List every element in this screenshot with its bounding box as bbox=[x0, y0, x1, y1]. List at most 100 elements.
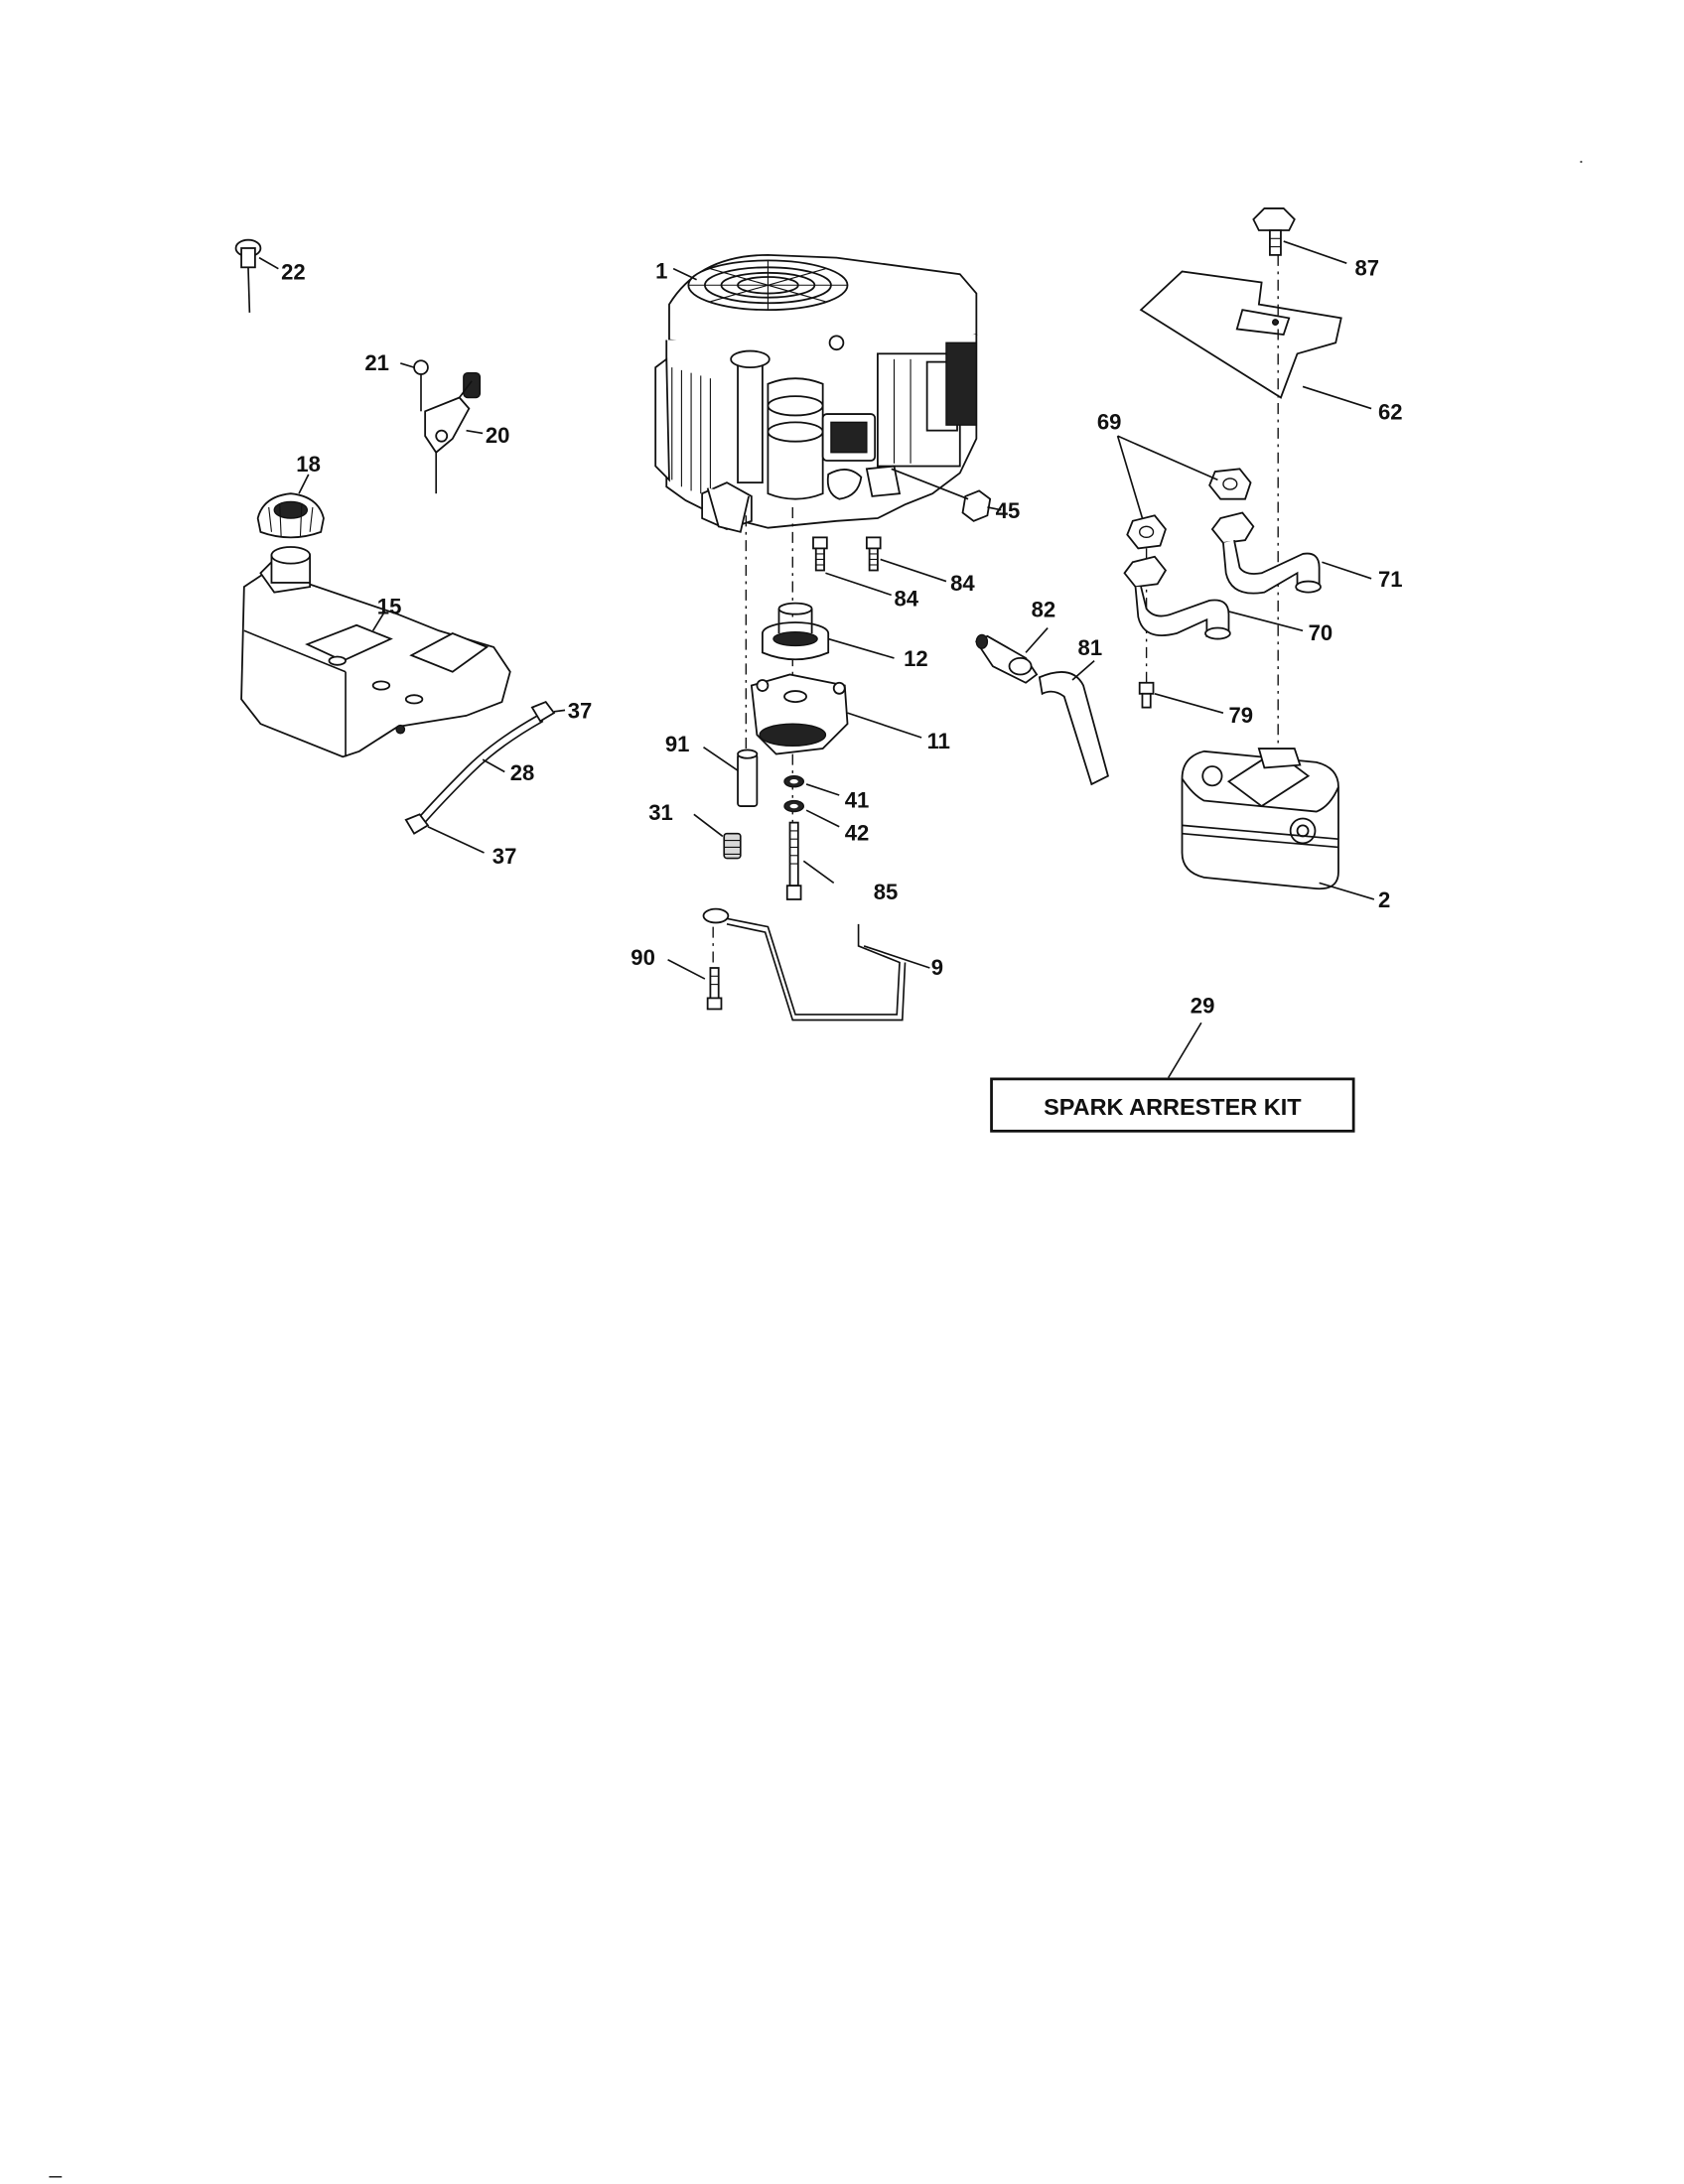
part-31-nut bbox=[723, 832, 742, 860]
part-84-bolt-left bbox=[812, 536, 828, 572]
leader-1 bbox=[672, 267, 697, 281]
callout-70: 70 bbox=[1309, 620, 1333, 645]
callout-37-upper: 37 bbox=[568, 699, 593, 724]
leader-69b bbox=[1116, 435, 1144, 519]
leader-84-right bbox=[880, 558, 947, 583]
leader-41 bbox=[805, 783, 840, 796]
part-2-muffler bbox=[1181, 748, 1339, 890]
part-15-fuel-tank bbox=[240, 546, 511, 758]
leader-2 bbox=[1319, 882, 1375, 900]
callout-15: 15 bbox=[377, 595, 402, 619]
part-42-washer bbox=[783, 799, 805, 813]
callout-81: 81 bbox=[1078, 635, 1103, 660]
callout-29: 29 bbox=[1191, 994, 1215, 1019]
callout-91: 91 bbox=[665, 732, 690, 756]
part-70-exhaust-pipe bbox=[1123, 555, 1231, 640]
callout-84-left: 84 bbox=[894, 586, 918, 611]
callout-62: 62 bbox=[1378, 400, 1403, 425]
callout-18: 18 bbox=[296, 452, 321, 477]
callout-69: 69 bbox=[1097, 409, 1122, 434]
part-91-spacer bbox=[737, 749, 759, 807]
part-84-bolt-right bbox=[865, 536, 882, 572]
leader-15 bbox=[371, 612, 385, 631]
callout-labels: 22 21 20 18 15 37 28 37 1 45 84 84 12 11… bbox=[281, 256, 1402, 1019]
part-37-clamp-lower bbox=[404, 813, 430, 835]
spark-arrester-kit-label: SPARK ARRESTER KIT bbox=[1044, 1094, 1302, 1120]
leader-85 bbox=[802, 860, 835, 885]
part-12-pulley bbox=[761, 602, 830, 661]
leader-70 bbox=[1228, 611, 1304, 632]
leader-84-left bbox=[825, 572, 892, 597]
callout-42: 42 bbox=[845, 821, 870, 846]
callout-90: 90 bbox=[631, 945, 655, 970]
part-62-heat-shield bbox=[1139, 270, 1342, 399]
leader-45a bbox=[891, 468, 969, 500]
leader-12 bbox=[827, 637, 895, 659]
callout-37-lower: 37 bbox=[492, 844, 517, 869]
part-81-hose bbox=[1038, 671, 1109, 786]
part-22-pin bbox=[234, 238, 262, 313]
part-82-fitting bbox=[975, 633, 1039, 684]
leader-71 bbox=[1322, 561, 1372, 580]
part-37-clamp-upper bbox=[530, 701, 556, 723]
callout-9: 9 bbox=[931, 955, 943, 980]
callout-82: 82 bbox=[1032, 597, 1056, 621]
part-9-rod bbox=[702, 907, 907, 1022]
callout-22: 22 bbox=[281, 260, 306, 285]
part-87-bolt bbox=[1252, 207, 1296, 256]
part-71-exhaust-pipe bbox=[1210, 511, 1322, 595]
callout-21: 21 bbox=[364, 350, 389, 375]
callout-85: 85 bbox=[874, 880, 899, 904]
callout-1: 1 bbox=[655, 258, 667, 283]
leader-9 bbox=[863, 945, 930, 969]
callout-11: 11 bbox=[927, 729, 950, 753]
callout-79: 79 bbox=[1228, 703, 1253, 728]
leader-37-lower bbox=[427, 826, 485, 854]
leader-82 bbox=[1025, 626, 1049, 653]
leader-31 bbox=[693, 813, 724, 838]
leader-18 bbox=[298, 474, 310, 494]
leader-69a bbox=[1117, 435, 1218, 481]
part-20-throttle-control bbox=[424, 371, 482, 494]
leader-37-upper bbox=[553, 709, 566, 713]
part-69-gasket-top bbox=[1208, 468, 1252, 500]
part-41-washer bbox=[783, 774, 805, 788]
leader-62 bbox=[1302, 385, 1372, 410]
part-1-engine bbox=[654, 253, 978, 533]
leader-79 bbox=[1154, 693, 1224, 714]
spark-arrester-kit-box: SPARK ARRESTER KIT bbox=[990, 1077, 1355, 1133]
part-21-screw bbox=[413, 359, 429, 412]
leader-87 bbox=[1283, 240, 1347, 264]
leader-29 bbox=[1167, 1022, 1202, 1078]
footer-mark: _ bbox=[49, 2153, 63, 2178]
leader-28 bbox=[482, 758, 505, 773]
part-28-fuel-line bbox=[416, 715, 544, 826]
part-18-fuel-cap bbox=[256, 492, 325, 539]
leader-90 bbox=[667, 958, 706, 980]
callout-28: 28 bbox=[510, 760, 535, 785]
part-69-gasket-left bbox=[1126, 514, 1167, 550]
part-79-bolt bbox=[1138, 681, 1155, 709]
leader-11 bbox=[847, 712, 922, 739]
leader-22 bbox=[258, 256, 279, 270]
part-45-nut bbox=[961, 489, 992, 522]
leader-21 bbox=[400, 362, 415, 368]
callout-12: 12 bbox=[904, 646, 928, 671]
part-90-bolt bbox=[706, 967, 723, 1011]
callout-41: 41 bbox=[845, 787, 870, 812]
leader-91 bbox=[703, 746, 739, 771]
callout-31: 31 bbox=[648, 800, 673, 825]
callout-87: 87 bbox=[1355, 256, 1380, 281]
callout-84-right: 84 bbox=[950, 571, 975, 596]
part-11-clutch bbox=[750, 673, 849, 755]
leader-81 bbox=[1071, 660, 1095, 681]
callout-71: 71 bbox=[1378, 567, 1403, 592]
speck bbox=[1580, 160, 1583, 164]
part-85-bolt bbox=[785, 821, 802, 900]
leader-45 bbox=[987, 506, 1002, 511]
callout-20: 20 bbox=[486, 423, 510, 448]
callout-45: 45 bbox=[996, 498, 1021, 523]
callout-2: 2 bbox=[1378, 887, 1390, 912]
leader-42 bbox=[805, 809, 840, 828]
